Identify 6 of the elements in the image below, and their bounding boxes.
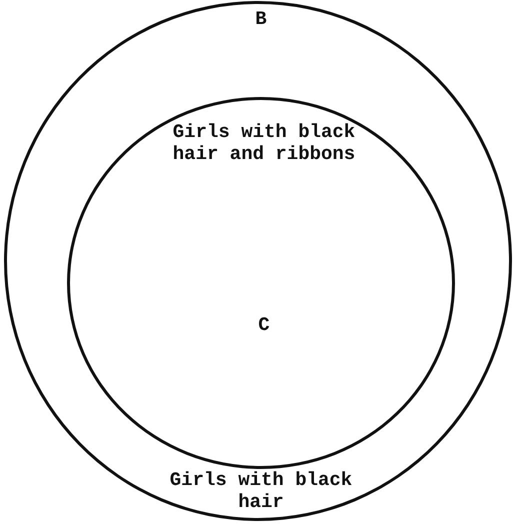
set-label: B: [254, 9, 268, 31]
set-description: Girls with black hair and ribbons: [172, 122, 356, 166]
set-description: Girls with black hair: [168, 470, 354, 514]
set-circle: [4, 1, 512, 521]
set-circle: [67, 97, 455, 469]
set-label: C: [257, 315, 271, 337]
